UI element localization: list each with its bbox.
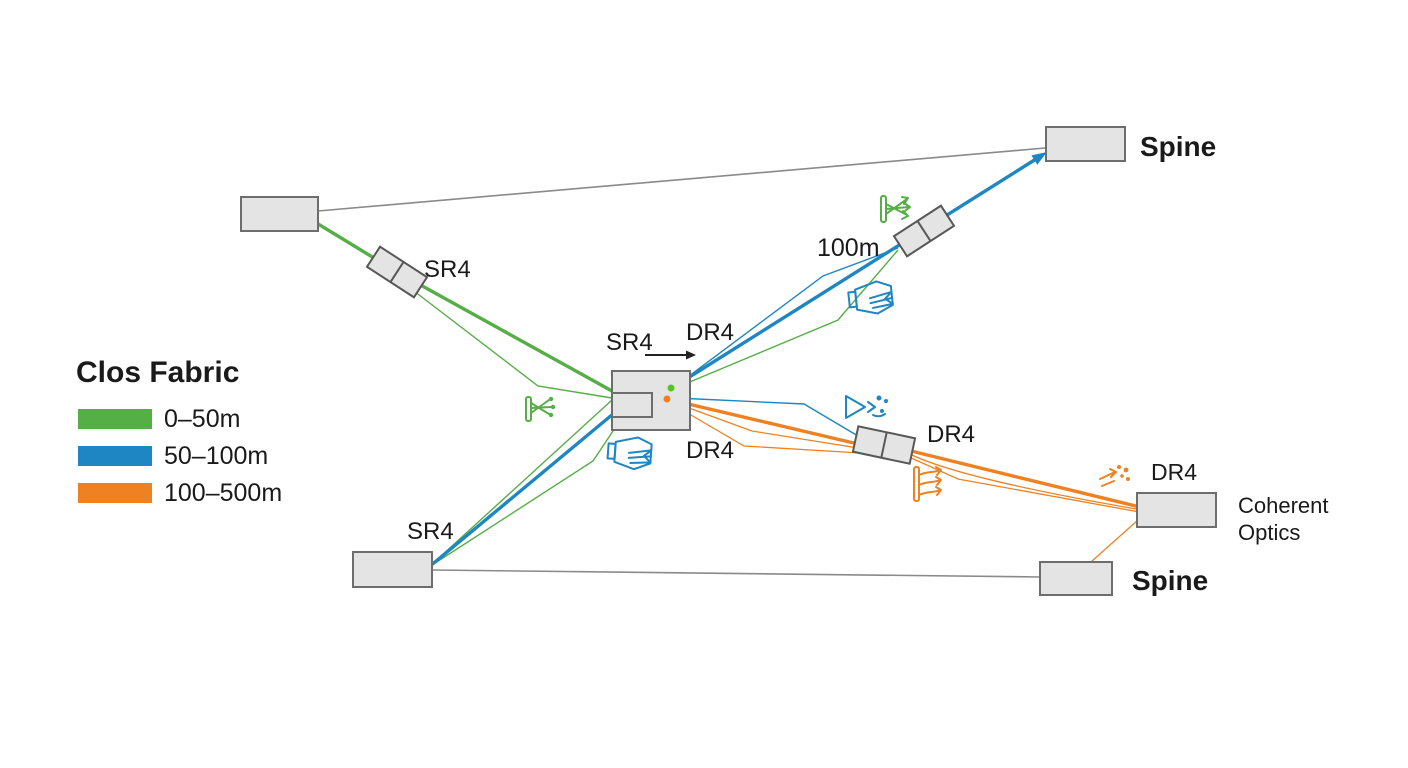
link-gray-top <box>317 147 1046 212</box>
label-dr4-coherent: DR4 <box>1151 459 1197 485</box>
link-gray-bottom <box>431 569 1041 578</box>
link-orange-fan-a <box>666 399 859 449</box>
link-orange-fan-d <box>908 456 1146 514</box>
label-sr4-top: SR4 <box>424 256 471 283</box>
link-orange-fan-b <box>666 400 861 454</box>
transceiver-dr4-mid <box>851 425 917 465</box>
orange-spray-icon <box>1099 465 1130 487</box>
label-100m: 100m <box>817 234 880 262</box>
link-green-sr4-main <box>304 214 613 393</box>
node-leaf-bottom-left <box>352 551 433 588</box>
link-green-bottom-a <box>428 399 613 568</box>
node-coherent-optics <box>1136 492 1217 528</box>
label-sr4-center: SR4 <box>606 329 653 356</box>
transceiver-sr4-top <box>365 245 429 299</box>
center-switch-port <box>611 392 653 418</box>
legend-label-50-100m: 50–100m <box>164 442 268 470</box>
link-blue-to-spine <box>671 157 1037 390</box>
blue-laser-optics-icon <box>845 395 888 419</box>
legend-label-0-50m: 0–50m <box>164 405 240 433</box>
legend-title: Clos Fabric <box>76 356 239 389</box>
link-blue-bottom <box>427 402 634 569</box>
label-sr4-bottom: SR4 <box>407 518 454 545</box>
label-dr4-mid: DR4 <box>927 421 975 448</box>
green-fanout-arrows-icon <box>880 195 911 223</box>
legend-swatch-blue <box>78 446 152 466</box>
node-spine-bottom <box>1039 561 1113 596</box>
label-dr4-lower: DR4 <box>686 437 734 464</box>
legend: Clos Fabric 0–50m 50–100m 100–500m <box>76 356 282 507</box>
orange-connector-dot <box>663 395 671 403</box>
link-orange-fan-c <box>911 454 1149 512</box>
orange-fanout-curved-icon <box>913 466 942 502</box>
link-blue-breakout-top <box>672 247 899 389</box>
green-connector-dot <box>667 384 675 392</box>
label-coherent-line2: Optics <box>1238 520 1300 545</box>
green-fanout-dots-icon <box>525 396 556 422</box>
legend-label-100-500m: 100–500m <box>164 479 282 507</box>
link-green-sr4-breakout <box>409 287 613 399</box>
legend-swatch-orange <box>78 483 152 503</box>
legend-swatch-green <box>78 409 152 429</box>
label-spine-top: Spine <box>1140 131 1216 162</box>
link-blue-to-dr4 <box>675 397 859 437</box>
link-orange-main <box>666 397 859 446</box>
direction-arrowhead <box>686 350 696 360</box>
blue-mpo-connector-icon <box>847 280 894 315</box>
label-coherent-line1: Coherent <box>1238 493 1329 518</box>
link-orange-to-coherent <box>910 449 1149 511</box>
label-spine-bottom: Spine <box>1132 565 1208 596</box>
blue-mpo-connector-icon <box>606 436 653 471</box>
label-dr4-upper: DR4 <box>686 319 734 346</box>
link-green-to-100m <box>672 249 899 390</box>
blue-arrowhead <box>1031 152 1047 165</box>
node-leaf-top-left <box>240 196 319 232</box>
link-green-bottom-b <box>428 427 616 568</box>
transceiver-100m <box>892 204 956 258</box>
node-spine-top <box>1045 126 1126 162</box>
